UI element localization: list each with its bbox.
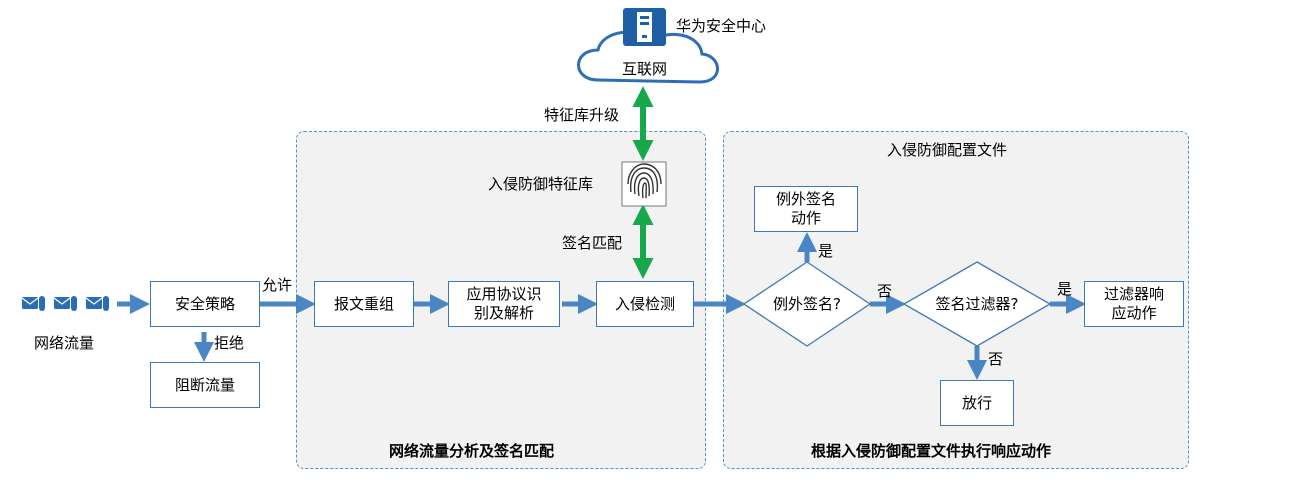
filter-action-box: 过滤器响应动作 <box>1084 281 1184 327</box>
packet-reassembly-box: 报文重组 <box>314 281 414 327</box>
pass-box: 放行 <box>940 380 1014 426</box>
yes-label-1: 是 <box>818 242 834 260</box>
block-traffic-box: 阻断流量 <box>150 362 260 408</box>
security-policy-box: 安全策略 <box>150 281 260 327</box>
server-icon <box>623 8 666 46</box>
signature-match-label: 签名匹配 <box>562 234 623 252</box>
intrusion-detection-box: 入侵检测 <box>596 281 694 327</box>
internet-label: 互联网 <box>622 60 668 78</box>
decision-filter-diamond <box>902 261 1052 347</box>
feature-upgrade-label: 特征库升级 <box>544 106 620 124</box>
no-label-2: 否 <box>988 350 1004 368</box>
allow-label: 允许 <box>262 276 293 294</box>
app-protocol-box: 应用协议识别及解析 <box>448 281 560 327</box>
ips-panel-title: 根据入侵防御配置文件执行响应动作 <box>811 442 1052 460</box>
yes-label-2: 是 <box>1057 280 1073 298</box>
security-center-label: 华为安全中心 <box>676 17 767 35</box>
source-label: 网络流量 <box>34 334 95 352</box>
ips-profile-header: 入侵防御配置文件 <box>887 141 1008 159</box>
decision-exception-diamond <box>742 261 872 347</box>
fingerprint-icon <box>621 161 667 207</box>
no-label-1: 否 <box>877 282 893 300</box>
mail-icons <box>21 296 109 311</box>
decision-filter-text: 签名过滤器? <box>935 295 1019 313</box>
signature-db-label: 入侵防御特征库 <box>488 175 594 193</box>
analysis-panel-title: 网络流量分析及签名匹配 <box>389 442 555 460</box>
exception-action-box: 例外签名动作 <box>754 186 858 232</box>
decision-exception-text: 例外签名? <box>773 295 841 313</box>
deny-label: 拒绝 <box>214 334 245 352</box>
